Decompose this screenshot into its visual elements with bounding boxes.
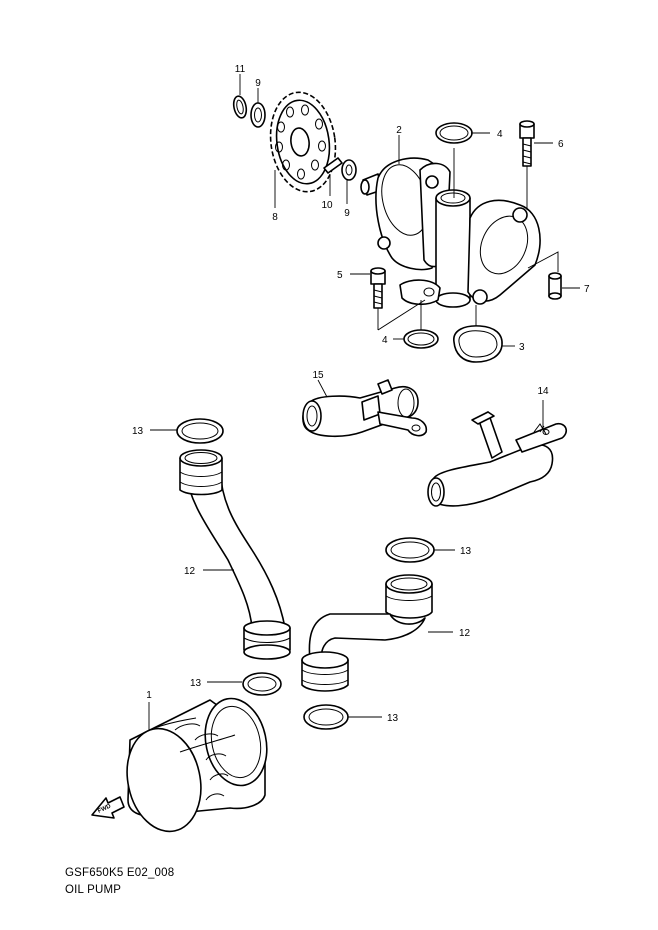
callout-13-lower-right: 13 xyxy=(387,713,399,724)
callout-9-upper: 9 xyxy=(255,78,261,89)
callout-13-upper-right: 13 xyxy=(460,546,472,557)
part-7-dowel[interactable] xyxy=(548,272,562,300)
callout-1: 1 xyxy=(146,690,152,701)
callout-6: 6 xyxy=(558,139,564,150)
part-11-circlip[interactable] xyxy=(232,95,248,119)
part-4-o-ring-lower[interactable] xyxy=(403,329,439,349)
callout-numbers: 11 9 8 10 9 2 4 6 5 7 4 3 15 14 13 12 13… xyxy=(132,64,590,724)
part-13-o-ring-upper-left[interactable] xyxy=(176,418,224,444)
assembly-lines xyxy=(377,148,559,331)
diagram-title: OIL PUMP xyxy=(65,884,122,896)
callout-13-upper-left: 13 xyxy=(132,426,144,437)
part-13-o-ring-lower-right[interactable] xyxy=(303,704,349,730)
callout-8: 8 xyxy=(272,212,278,223)
part-8-sprocket[interactable] xyxy=(264,88,341,196)
diagram-code: GSF650K5 E02_008 xyxy=(65,867,175,879)
part-1-oil-filter[interactable] xyxy=(118,693,275,839)
part-9-washer-upper[interactable] xyxy=(250,102,266,128)
callout-3: 3 xyxy=(519,342,525,353)
part-6-bolt[interactable] xyxy=(519,120,535,167)
callout-10: 10 xyxy=(321,200,333,211)
part-12-pipe-left[interactable] xyxy=(179,449,291,660)
part-12-pipe-right[interactable] xyxy=(301,574,433,692)
part-2-oil-pump-body[interactable] xyxy=(360,157,541,308)
part-14-oil-pipe[interactable] xyxy=(427,411,568,507)
part-10-pin[interactable] xyxy=(323,157,343,174)
callout-7: 7 xyxy=(584,284,590,295)
callout-13-lower-left: 13 xyxy=(190,678,202,689)
callout-14: 14 xyxy=(537,386,549,397)
part-9-washer-lower[interactable] xyxy=(341,159,357,181)
fwd-arrow: FWD xyxy=(91,796,125,819)
part-15-oil-pipe[interactable] xyxy=(302,379,428,438)
fwd-label: FWD xyxy=(97,803,113,814)
callout-9-lower: 9 xyxy=(344,208,350,219)
callout-4-lower: 4 xyxy=(382,335,388,346)
callout-2: 2 xyxy=(396,125,402,136)
leader-lines xyxy=(148,74,580,730)
callout-4-upper: 4 xyxy=(497,129,503,140)
callout-11: 11 xyxy=(235,64,246,75)
callout-12-right: 12 xyxy=(459,628,471,639)
part-5-bolt[interactable] xyxy=(370,267,386,309)
callout-15: 15 xyxy=(312,370,324,381)
callout-12-left: 12 xyxy=(184,566,196,577)
callout-5: 5 xyxy=(337,270,343,281)
part-4-o-ring-upper[interactable] xyxy=(435,122,473,144)
part-13-o-ring-lower-left[interactable] xyxy=(242,672,282,696)
part-13-o-ring-upper-right[interactable] xyxy=(385,537,435,563)
part-3-gasket[interactable] xyxy=(453,325,503,363)
